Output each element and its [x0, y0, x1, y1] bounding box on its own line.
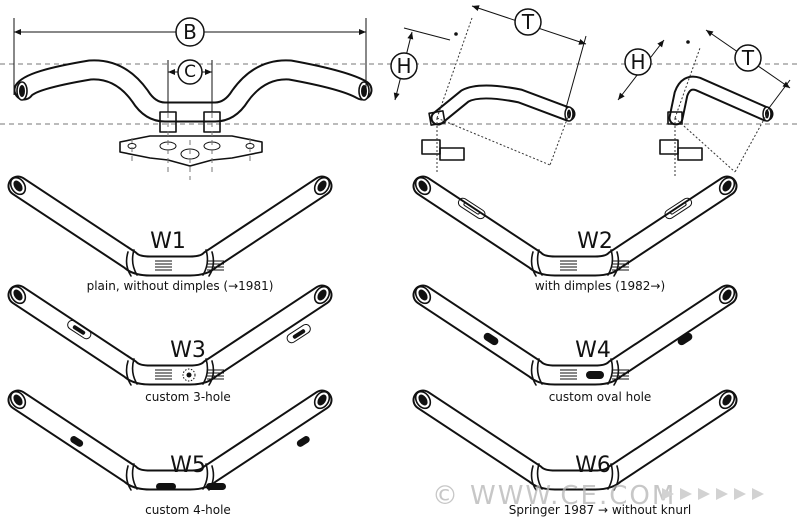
slot-center-right: [206, 483, 226, 490]
variant-w4: W4 custom oval hole: [413, 284, 738, 404]
side-view-riser: H T: [615, 27, 792, 176]
oval-hole-center: [586, 371, 604, 379]
dimple-right: [664, 197, 693, 220]
variant-w3-caption: custom 3-hole: [145, 390, 231, 404]
variant-w2-label: W2: [577, 229, 613, 254]
slot-right: [296, 436, 310, 447]
variant-w6: W6 Springer 1987 → without knurl: [413, 389, 738, 517]
side-view-pullback: H T: [390, 3, 587, 172]
variant-w1-label: W1: [150, 229, 186, 254]
variant-w6-label: W6: [575, 453, 611, 478]
hole-center: [182, 368, 196, 382]
slot-left: [70, 436, 84, 447]
oval-hole-right: [677, 332, 693, 346]
dimension-t-label: T: [521, 10, 535, 34]
variant-w5: W5 custom 4-hole: [8, 389, 333, 517]
dimple-left: [457, 197, 486, 220]
variant-w6-caption: Springer 1987 → without knurl: [509, 503, 691, 517]
slot-center-left: [156, 483, 176, 490]
dimension-b-label: B: [183, 20, 197, 44]
watermark-text: WWW.CE.COM: [470, 481, 676, 511]
hole-right: [286, 323, 311, 344]
variant-w1-caption: plain, without dimples (→1981): [87, 279, 274, 293]
watermark-copyright: ©: [432, 481, 460, 511]
variant-w2: W2 with dimples (1982→): [413, 175, 738, 293]
oval-hole-left: [483, 332, 499, 346]
variant-w3: W3 custom 3-hole: [8, 284, 333, 404]
watermark-logo: [662, 488, 764, 500]
watermark: © WWW.CE.COM: [432, 481, 764, 511]
variant-w2-caption: with dimples (1982→): [535, 279, 665, 293]
variant-w1: W1 plain, without dimples (→1981): [8, 175, 333, 293]
variant-w4-caption: custom oval hole: [549, 390, 652, 404]
dimension-h-label: H: [396, 54, 411, 78]
dimension-b: B: [13, 17, 367, 95]
dimension-c-label: C: [184, 62, 196, 82]
variant-w5-label: W5: [170, 453, 206, 478]
hole-left: [67, 319, 92, 340]
dimension-t2-label: T: [741, 46, 755, 70]
variant-w5-caption: custom 4-hole: [145, 503, 231, 517]
dimension-c: C: [167, 59, 213, 112]
variant-w4-label: W4: [575, 338, 611, 363]
variant-w3-label: W3: [170, 338, 206, 363]
dimension-h2-label: H: [630, 50, 645, 74]
